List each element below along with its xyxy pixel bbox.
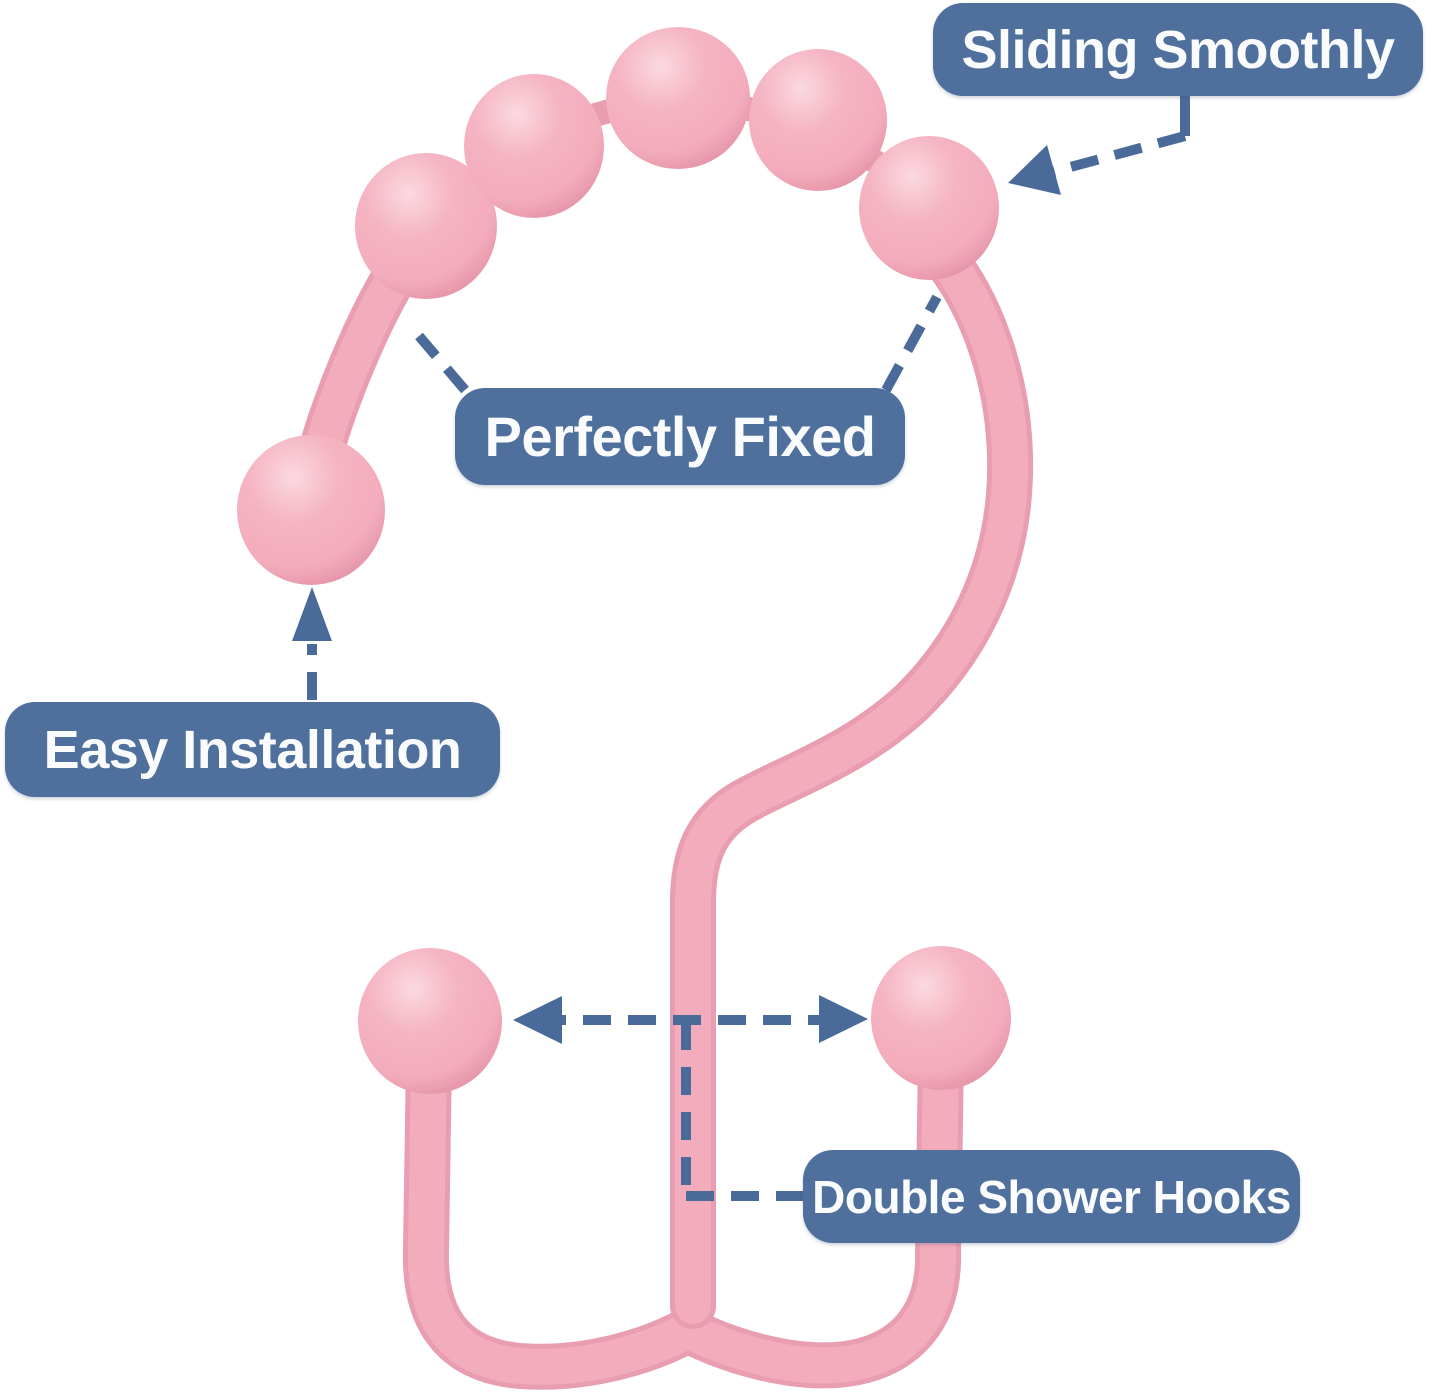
glide-bead-1 bbox=[355, 153, 497, 299]
glide-bead-3 bbox=[606, 27, 750, 169]
left-hook-ball bbox=[358, 948, 502, 1094]
callout-perfectly-fixed: Perfectly Fixed bbox=[455, 388, 905, 485]
callout-label: Double Shower Hooks bbox=[812, 1170, 1291, 1223]
arrowhead-up-icon bbox=[292, 587, 332, 641]
glide-bead-2 bbox=[464, 74, 604, 218]
callout-label: Sliding Smoothly bbox=[961, 19, 1396, 80]
sliding-smoothly-arrow bbox=[1008, 96, 1190, 195]
arrowhead-left-icon bbox=[1008, 145, 1061, 195]
glide-bead-5 bbox=[859, 136, 999, 280]
easy-installation-arrow bbox=[292, 587, 332, 700]
perfectly-fixed-leaders bbox=[415, 294, 942, 394]
right-hook-ball bbox=[871, 946, 1011, 1090]
double-hooks-leader bbox=[681, 1022, 803, 1201]
arrowhead-right-icon bbox=[819, 995, 868, 1043]
callout-easy-installation: Easy Installation bbox=[5, 702, 500, 797]
double-hooks-span-arrow bbox=[513, 995, 868, 1044]
callout-label: Easy Installation bbox=[43, 719, 462, 780]
closure-end-ball bbox=[237, 435, 385, 585]
callout-double-shower-hooks: Double Shower Hooks bbox=[803, 1150, 1300, 1243]
annotation-arrows bbox=[292, 96, 1190, 1201]
glide-bead-4 bbox=[749, 49, 887, 191]
question-mark-stem-top bbox=[675, 232, 1029, 1324]
arrowhead-left-icon bbox=[513, 996, 562, 1044]
callout-sliding-smoothly: Sliding Smoothly bbox=[933, 3, 1423, 96]
bottom-hook-u-top bbox=[407, 1040, 959, 1385]
callout-label: Perfectly Fixed bbox=[484, 405, 876, 468]
shower-hook bbox=[237, 27, 1034, 1390]
